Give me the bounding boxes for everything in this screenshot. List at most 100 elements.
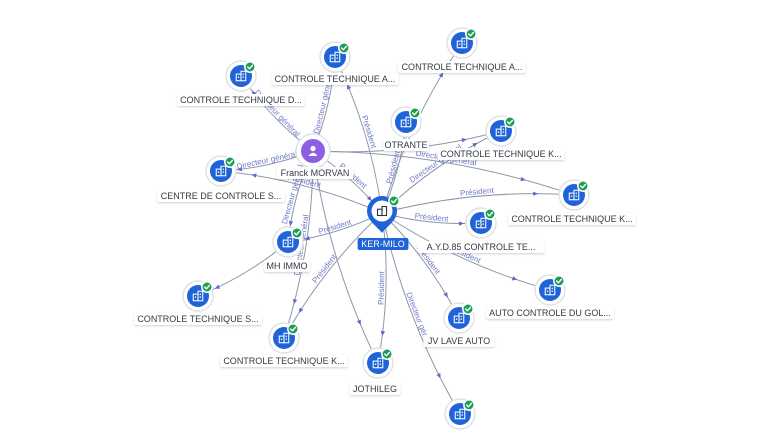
verified-check-icon: [388, 195, 400, 207]
verified-check-icon: [463, 399, 475, 411]
node-label-box: [486, 307, 614, 319]
verified-check-icon: [465, 28, 477, 40]
company-node[interactable]: JOTHILEG: [349, 347, 401, 395]
arrow-icon: [533, 191, 539, 196]
arrow-icon: [251, 173, 257, 178]
arrow-icon: [458, 221, 464, 226]
node-label: CONTROLE TECHNIQUE A...: [402, 62, 523, 72]
company-node[interactable]: MH IMMO: [264, 226, 310, 272]
company-node[interactable]: CONTROLE TECHNIQUE K...: [508, 179, 636, 225]
arrow-icon: [347, 84, 352, 90]
verified-check-icon: [291, 227, 303, 239]
arrow-icon: [380, 330, 386, 337]
node-label-box: [417, 241, 545, 253]
building-icon: [215, 165, 227, 177]
center-company-node[interactable]: KER-MILO: [357, 195, 409, 250]
building-icon: [235, 70, 247, 82]
node-label: CONTROLE TECHNIQUE K...: [440, 149, 561, 159]
building-icon: [282, 236, 294, 248]
building-icon: [475, 217, 487, 229]
edge-label: Président: [414, 211, 449, 223]
verified-check-icon: [484, 208, 496, 220]
node-label-box: [157, 190, 285, 202]
edge-label: Président: [460, 186, 495, 198]
edge-label: Président: [360, 114, 379, 150]
arrow-icon: [366, 195, 372, 202]
node-label-box: [398, 61, 526, 73]
verified-check-icon: [504, 116, 516, 128]
verified-check-icon: [338, 42, 350, 54]
company-node[interactable]: CONTROLE TECHNIQUE D...: [177, 60, 305, 106]
node-label-box: [423, 335, 495, 347]
node-label-box: [134, 313, 262, 325]
node-label-box: [220, 355, 348, 367]
company-node[interactable]: CONTROLE TECHNIQUE A...: [271, 41, 399, 85]
arrow-icon: [438, 72, 444, 78]
node-label: CONTROLE TECHNIQUE D...: [180, 95, 302, 105]
edge-line: [220, 170, 383, 214]
node-label: AUTO CONTROLE DU GOL...: [489, 308, 611, 318]
node-label: JOTHILEG: [353, 384, 397, 394]
edge-label: Président: [317, 217, 353, 236]
person-node[interactable]: Franck MORVAN: [276, 133, 354, 179]
company-node[interactable]: A.Y.D.85 CONTROLE TE...: [417, 207, 545, 253]
verified-check-icon: [287, 323, 299, 335]
edge-line: [283, 212, 383, 339]
verified-check-icon: [201, 281, 213, 293]
arrow-icon: [356, 319, 361, 326]
arrow-icon: [511, 276, 518, 281]
company-node[interactable]: CENTRE DE CONTROLE S...: [157, 155, 285, 202]
node-label: CONTROLE TECHNIQUE K...: [223, 356, 344, 366]
node-label-box: [437, 148, 565, 160]
building-icon: [454, 408, 466, 420]
arrow-icon: [443, 292, 448, 298]
company-node[interactable]: CONTROLE TECHNIQUE S...: [134, 280, 262, 325]
company-node[interactable]: AUTO CONTROLE DU GOL...: [486, 274, 614, 319]
node-label-box: [271, 73, 399, 85]
company-node[interactable]: [444, 398, 476, 430]
node-label: CONTROLE TECHNIQUE A...: [275, 74, 396, 84]
edge-line: [381, 212, 551, 291]
building-icon: [329, 51, 341, 63]
edge-label: Président: [310, 252, 338, 285]
edge-label: Président: [377, 270, 387, 305]
node-label-box: [357, 238, 409, 250]
node-label: CONTROLE TECHNIQUE S...: [137, 314, 258, 324]
arrow-icon: [472, 142, 478, 148]
building-icon: [495, 125, 507, 137]
company-node[interactable]: CONTROLE TECHNIQUE A...: [398, 27, 526, 73]
edge-line: [381, 212, 460, 319]
building-icon: [453, 312, 465, 324]
node-label: OTRANTE: [384, 140, 427, 150]
node-label-box: [383, 139, 429, 151]
verified-check-icon: [224, 156, 236, 168]
arrow-icon: [236, 166, 243, 172]
arrow-icon: [292, 298, 298, 305]
verified-check-icon: [462, 303, 474, 315]
building-icon: [372, 357, 384, 369]
node-label: CENTRE DE CONTROLE S...: [161, 191, 282, 201]
edge-line: [381, 193, 575, 214]
node-label-box: [177, 94, 305, 106]
edge-c-n14: Président: [377, 212, 387, 364]
company-node[interactable]: CONTROLE TECHNIQUE K...: [437, 115, 565, 160]
building-icon: [568, 189, 580, 201]
verified-check-icon: [577, 180, 589, 192]
verified-check-icon: [553, 275, 565, 287]
verified-check-icon: [409, 107, 421, 119]
company-node[interactable]: OTRANTE: [383, 106, 429, 151]
edge-c-n12: Président: [381, 212, 460, 319]
building-icon: [544, 284, 556, 296]
company-node[interactable]: CONTROLE TECHNIQUE K...: [220, 322, 348, 367]
building-icon: [400, 116, 412, 128]
node-label: Franck MORVAN: [281, 168, 350, 178]
node-label-box: [264, 260, 310, 272]
person-icon: [308, 145, 318, 156]
node-label-box: [349, 383, 401, 395]
edge-c-n7: Président: [381, 186, 575, 214]
nodes-layer: CONTROLE TECHNIQUE D... CONTROLE TECHNIQU…: [134, 27, 636, 430]
company-node[interactable]: JV LAVE AUTO: [423, 302, 495, 347]
building-icon: [278, 332, 290, 344]
arrow-icon: [288, 220, 294, 227]
